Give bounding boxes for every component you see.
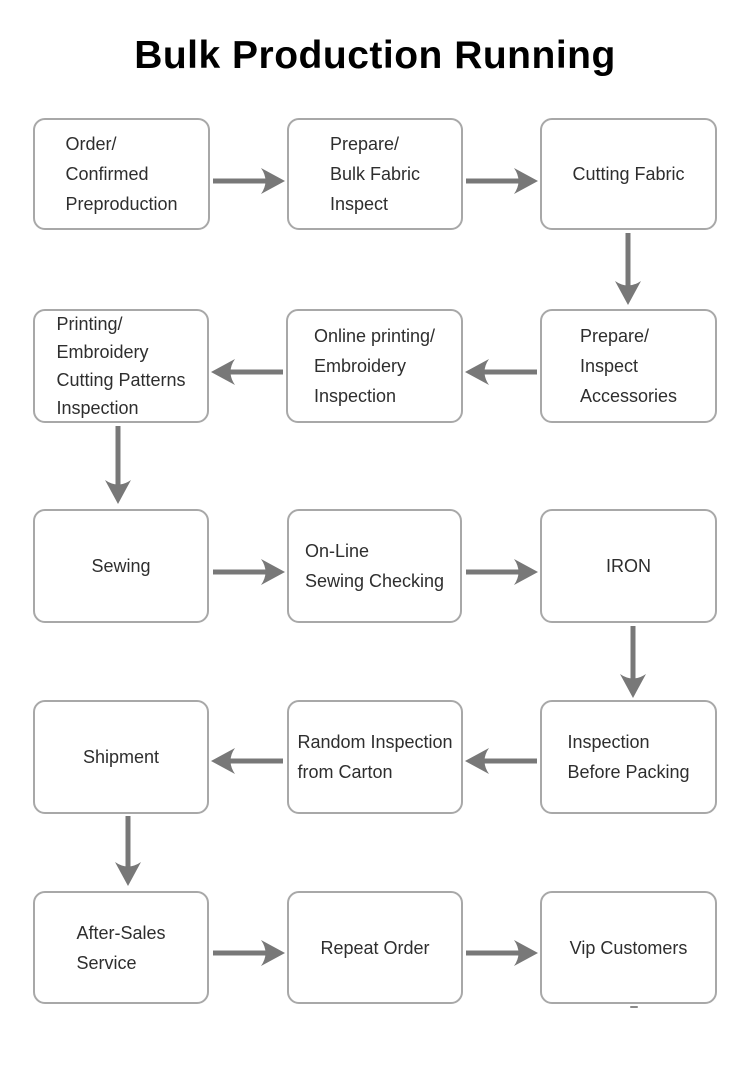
node-shipment: Shipment (33, 700, 209, 814)
node-label-line: Bulk Fabric (329, 164, 421, 184)
arrow-prepare-bulk-to-cutting (466, 168, 538, 194)
node-label-line: Cutting Patterns (56, 370, 186, 390)
node-label-line: Inspect (329, 194, 389, 214)
node-random-inspection-from-carton: Random Inspection from Carton (287, 700, 463, 814)
arrow-repeat-order-to-vip (466, 940, 538, 966)
node-label-line: Random Inspection (297, 732, 453, 752)
node-label-line: Before Packing (567, 762, 690, 782)
node-label-line: Inspection (56, 398, 139, 418)
node-prepare-bulk-fabric-inspect: Prepare/ Bulk Fabric Inspect (287, 118, 463, 230)
arrow-inspection-to-random-inspection (465, 748, 537, 774)
node-label-line: On-Line (304, 541, 369, 561)
page-title: Bulk Production Running (134, 34, 616, 77)
node-label-line: Prepare/ (579, 326, 650, 346)
node-label-line: Online printing/ (313, 326, 436, 346)
node-label-line: Inspection (567, 732, 650, 752)
node-label-line: Order/ (65, 134, 117, 154)
node-order-confirmed-preproduction: Order/ Confirmed Preproduction (33, 118, 210, 230)
node-label-line: After-Sales (76, 922, 166, 943)
node-label-line: Confirmed (65, 164, 149, 184)
node-label-line: Inspect (579, 356, 639, 376)
node-label-line: Embroidery (56, 342, 149, 362)
node-on-line-sewing-checking: On-Line Sewing Checking (287, 509, 462, 623)
arrow-printing-to-sewing (105, 426, 131, 504)
node-label-line: IRON (606, 556, 651, 576)
node-label-line: Embroidery (313, 356, 406, 376)
node-label-line: Accessories (579, 386, 678, 406)
node-label-line: Vip Customers (569, 937, 688, 958)
node-label-line: Inspection (313, 386, 397, 406)
node-label-line: Printing/ (56, 314, 123, 334)
node-label-line: Sewing (91, 556, 151, 576)
node-label-line: Service (76, 952, 137, 973)
node-repeat-order: Repeat Order (287, 891, 463, 1004)
node-label-line: Repeat Order (320, 937, 430, 958)
node-iron: IRON (540, 509, 717, 623)
arrow-cutting-to-accessories (615, 233, 641, 305)
node-sewing: Sewing (33, 509, 209, 623)
node-label-line: Prepare/ (329, 134, 400, 154)
arrow-online-printing-to-printing (211, 359, 283, 385)
arrow-sewing-to-online-sewing-checking (213, 559, 285, 585)
node-cutting-fabric: Cutting Fabric (540, 118, 717, 230)
arrow-accessories-to-online-printing (465, 359, 537, 385)
arrow-iron-to-inspection-before-packing (620, 626, 646, 698)
node-label-line: Cutting Fabric (572, 164, 685, 184)
node-label-line: from Carton (297, 762, 393, 782)
node-online-printing-embroidery-inspection: Online printing/ Embroidery Inspection (286, 309, 463, 423)
arrow-shipment-to-after-sales (115, 816, 141, 886)
node-label-line: Shipment (82, 747, 160, 767)
node-printing-embroidery-cutting-patterns-inspection: Printing/ Embroidery Cutting Patterns In… (33, 309, 209, 423)
node-label-line: Sewing Checking (304, 571, 445, 591)
node-vip-customers: Vip Customers (540, 891, 717, 1004)
arrow-after-sales-to-repeat-order (213, 940, 285, 966)
node-after-sales-service: After-Sales Service (33, 891, 209, 1004)
arrow-order-to-prepare-bulk (213, 168, 285, 194)
arrow-online-sewing-checking-to-iron (466, 559, 538, 585)
node-inspection-before-packing: Inspection Before Packing (540, 700, 717, 814)
arrow-random-inspection-to-shipment (211, 748, 283, 774)
node-label-line: Preproduction (65, 194, 178, 214)
stray-mark (630, 1006, 638, 1008)
node-prepare-inspect-accessories: Prepare/ Inspect Accessories (540, 309, 717, 423)
